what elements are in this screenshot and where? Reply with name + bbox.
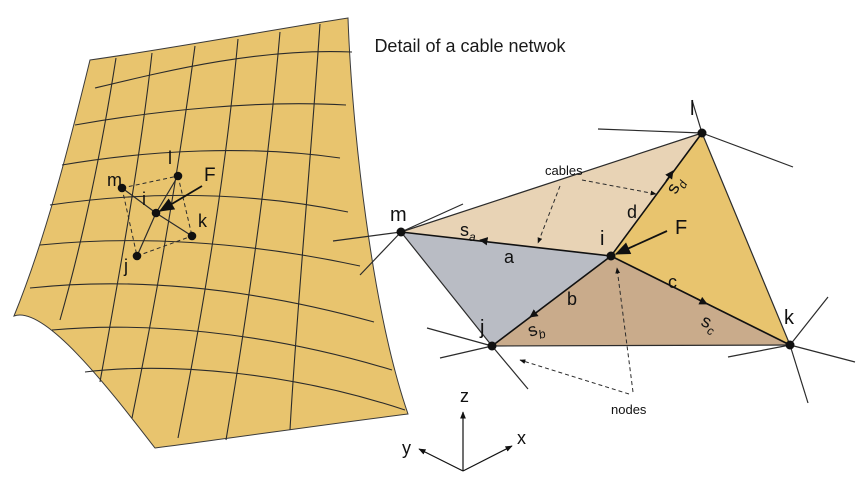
face-m-l-i: [401, 133, 702, 256]
force-arrow: [614, 230, 668, 255]
surface-node-k: [187, 231, 197, 241]
cables-pointer-d: [581, 179, 657, 196]
grid-line-vertical: [59, 57, 117, 321]
surface-label-l: l: [168, 148, 172, 168]
node-l: [697, 128, 707, 138]
face-m-i-j: [401, 232, 611, 346]
annotation-nodes: nodes: [611, 402, 647, 417]
curved-surface-panel: m l F i k j: [13, 17, 409, 449]
axis-y: [418, 448, 464, 472]
surface-label-k: k: [198, 211, 208, 231]
nodes-pointer-j: [519, 359, 630, 395]
axis-label-y: y: [402, 438, 411, 458]
cable-label-b: b: [567, 289, 577, 309]
grid-line-horizontal: [29, 283, 375, 323]
cable-a: [400, 231, 612, 257]
direction-arrow-sb: [529, 309, 541, 318]
cable-label-a: a: [504, 247, 515, 267]
face-i-l-k: [611, 133, 790, 345]
direction-arrow-sc: [696, 296, 708, 305]
grid-line-vertical: [99, 52, 153, 383]
force-label: F: [675, 217, 687, 239]
node-m: [396, 227, 406, 237]
node-label-i: i: [600, 228, 604, 250]
cable-detail-panel: l m i j k a b c d sa sb sc sd F cables n…: [332, 98, 856, 417]
grid-line-horizontal: [61, 149, 341, 166]
surface-label-j: j: [123, 256, 128, 276]
surface-label-F: F: [204, 165, 216, 186]
grid-line-horizontal: [39, 240, 361, 267]
axis-label-x: x: [517, 428, 526, 448]
grid-line-horizontal: [84, 367, 406, 411]
face-j-i-k: [492, 256, 790, 346]
node-label-j: j: [479, 317, 484, 339]
axis-x: [462, 445, 513, 472]
length-label-sa: sa: [460, 220, 476, 244]
surface-label-i: i: [142, 189, 146, 209]
node-label-l: l: [690, 98, 694, 120]
surface-node-l: [173, 171, 183, 181]
node-k: [785, 340, 795, 350]
cable-label-c: c: [668, 272, 677, 292]
surface-force-arrow: [158, 185, 203, 212]
surface-node-m: [117, 183, 127, 193]
cable-label-d: d: [627, 202, 637, 222]
grid-line-horizontal: [94, 51, 353, 89]
grid-line-horizontal: [51, 326, 393, 371]
node-j: [487, 341, 497, 351]
surface-node-i: [151, 208, 161, 218]
annotation-cables: cables: [545, 163, 583, 178]
direction-arrow-sa: [479, 237, 489, 246]
direction-arrow-sd: [665, 170, 674, 182]
cable-b: [491, 255, 612, 347]
coordinate-axes: z x y: [402, 386, 526, 472]
cables-pointer-a: [537, 185, 561, 244]
surface-node-j: [132, 251, 142, 261]
node-label-k: k: [784, 307, 795, 329]
node-label-m: m: [390, 204, 407, 226]
grid-line-vertical: [177, 38, 239, 439]
grid-line-vertical: [131, 45, 196, 419]
node-i: [606, 251, 616, 261]
grid-line-vertical: [225, 31, 281, 441]
grid-line-vertical: [289, 23, 321, 431]
grid-line-horizontal: [74, 103, 347, 126]
figure-title: Detail of a cable netwok: [374, 36, 566, 56]
axis-label-z: z: [460, 386, 469, 406]
surface-label-m: m: [107, 170, 122, 190]
curved-surface: [13, 17, 409, 449]
